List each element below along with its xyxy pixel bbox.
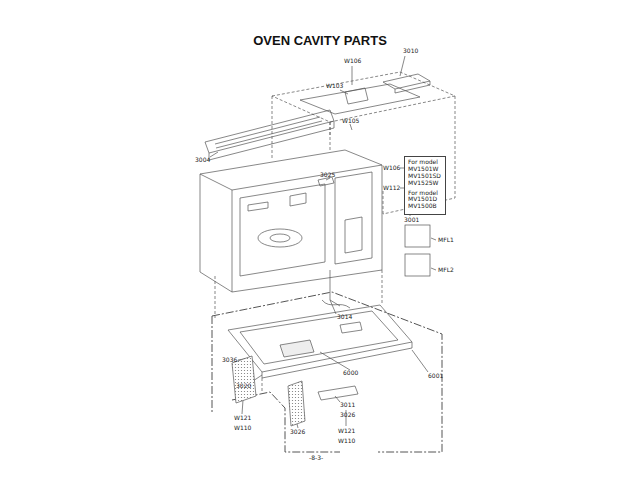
callout-number: 3020 bbox=[236, 383, 251, 390]
callout-number: 6000 bbox=[343, 370, 358, 377]
callout-number: 3010 bbox=[403, 48, 418, 55]
callout-number: W112 bbox=[383, 185, 400, 192]
callout-number: W110 bbox=[338, 438, 355, 445]
callout-number: 6001 bbox=[428, 373, 443, 380]
callout-number: W110 bbox=[234, 425, 251, 432]
callout-number: 3014 bbox=[337, 314, 352, 321]
callout-number: 3011 bbox=[340, 402, 355, 409]
model-note-box: For model MV1501W MV1501SD MV1525W For mo… bbox=[404, 156, 446, 215]
model-note: For model MV1501D MV1500B bbox=[408, 190, 442, 211]
callout-number: -8-3- bbox=[309, 455, 323, 462]
callout-number: 3025 bbox=[320, 172, 335, 179]
callout-number: W106 bbox=[344, 58, 361, 65]
callout-number: 3036 bbox=[222, 357, 237, 364]
callout-number: W103 bbox=[326, 83, 343, 90]
callout-number: 3026 bbox=[290, 429, 305, 436]
callout-number: 3004 bbox=[195, 157, 210, 164]
callout-number: MFL2 bbox=[438, 267, 454, 274]
page-title: OVEN CAVITY PARTS bbox=[0, 33, 640, 48]
callout-number: W121 bbox=[234, 415, 251, 422]
callout-number: MFL1 bbox=[438, 237, 454, 244]
callout-number: 3026 bbox=[340, 412, 355, 419]
callout-number: 3001 bbox=[404, 217, 419, 224]
callout-number: W121 bbox=[338, 428, 355, 435]
model-note: For model MV1501W MV1501SD MV1525W bbox=[408, 159, 442, 187]
callout-number: W106 bbox=[383, 165, 400, 172]
callout-number: W105 bbox=[342, 118, 359, 125]
